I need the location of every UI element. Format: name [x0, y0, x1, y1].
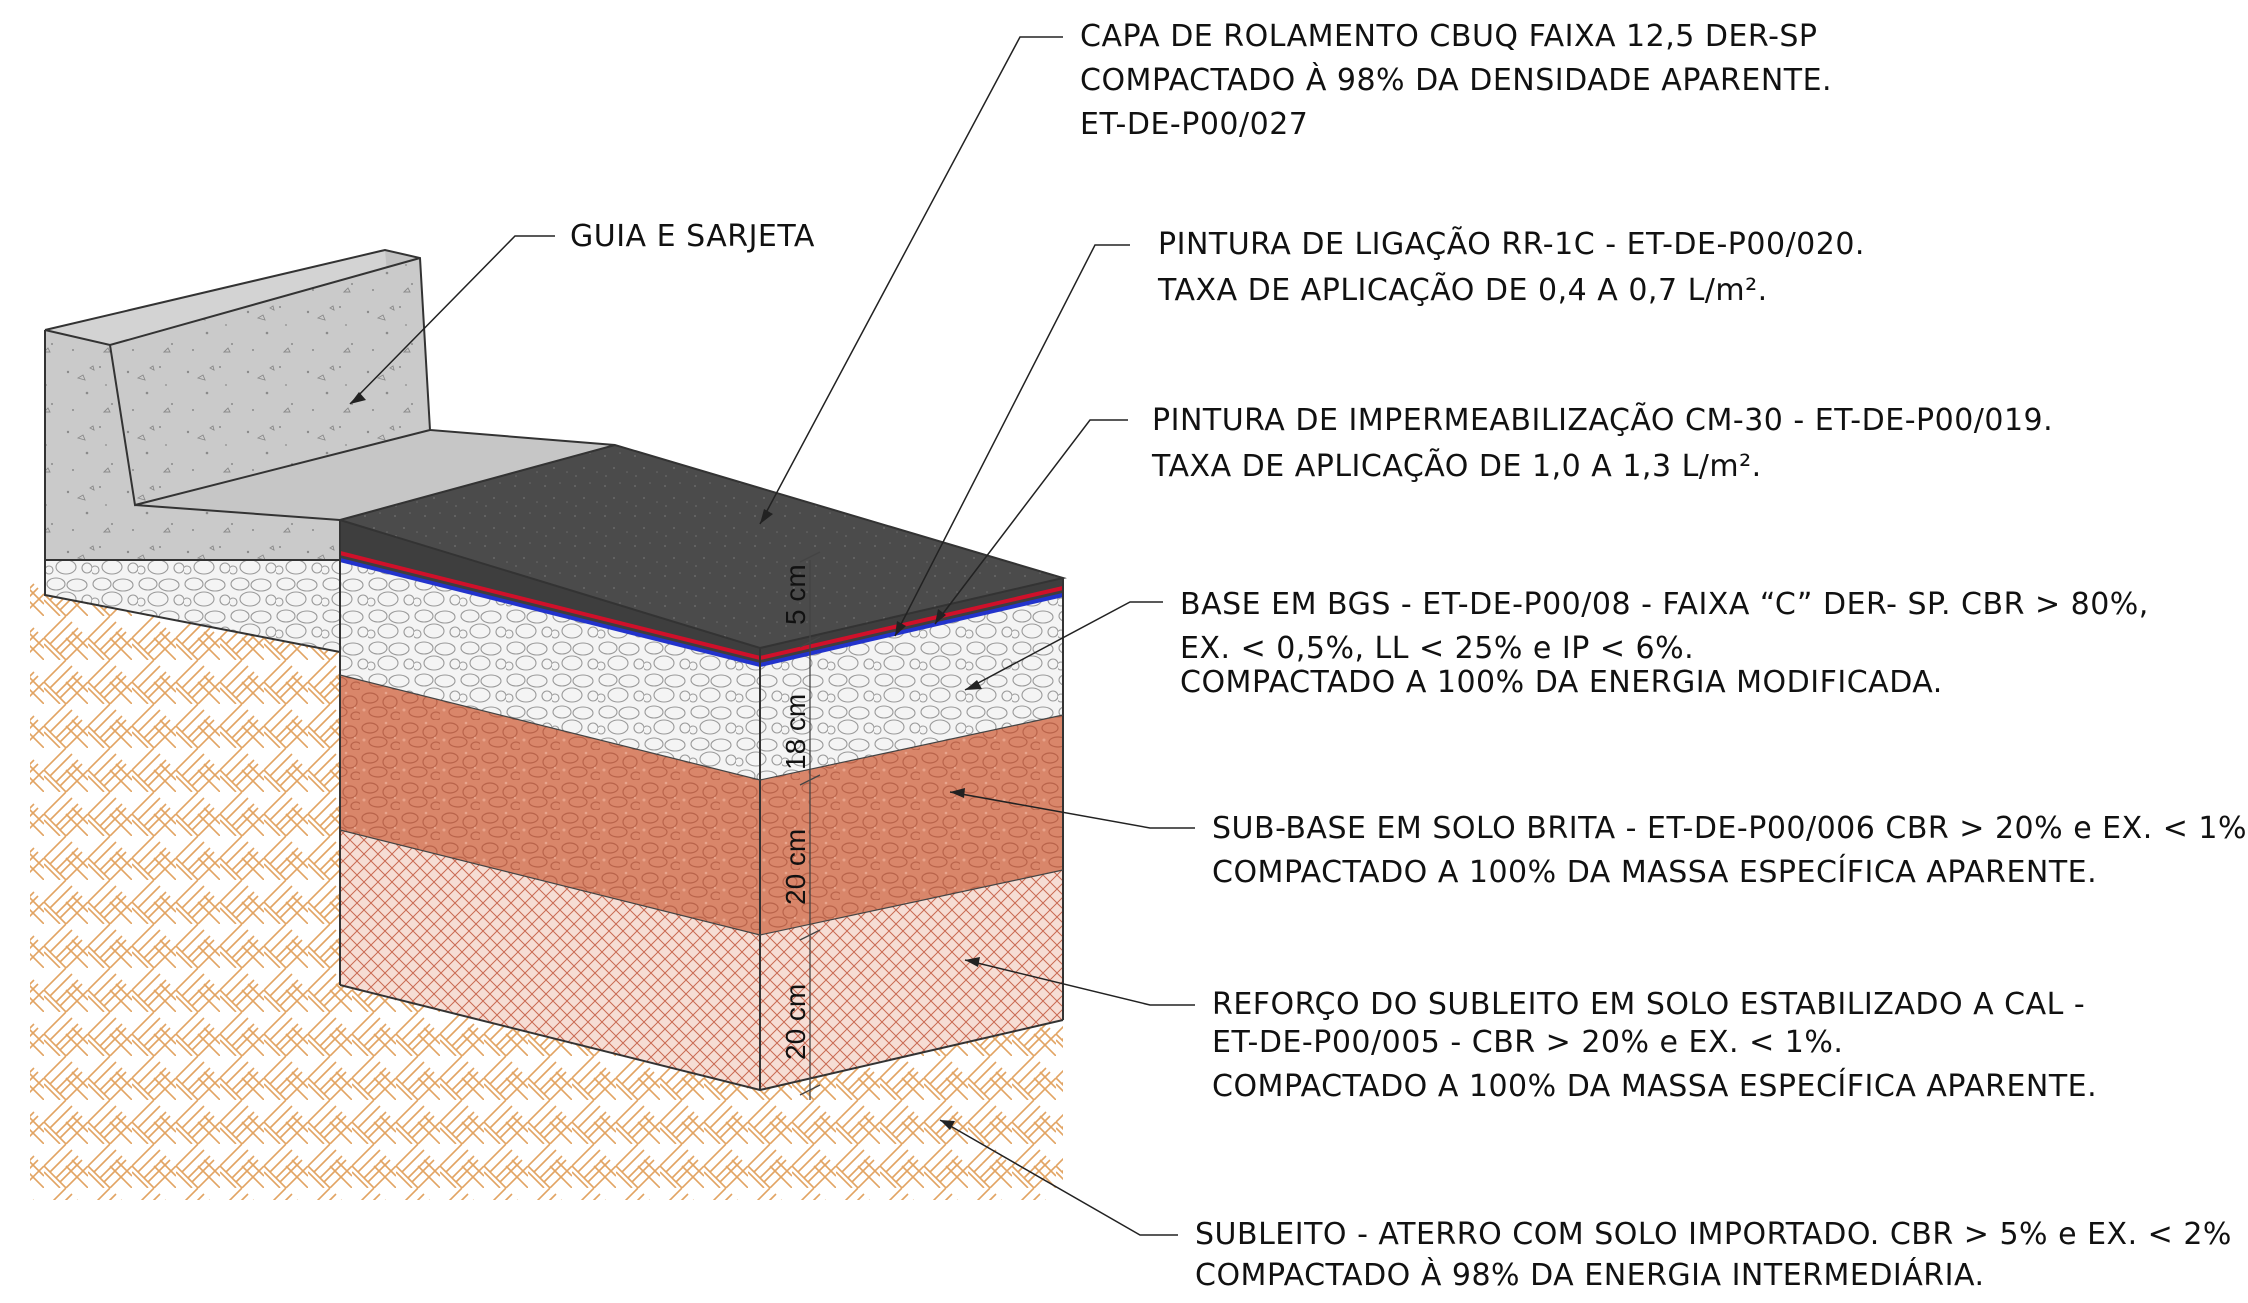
- subbase-front: [340, 675, 760, 935]
- curb-gutter: [110, 258, 430, 505]
- dim-reforco: 20 cm: [780, 984, 811, 1060]
- subleito-ground: [30, 570, 1063, 1303]
- label-subbase: SUB-BASE EM SOLO BRITA - ET-DE-P00/006 C…: [1212, 811, 2248, 890]
- leader-capa: [759, 36, 1063, 525]
- asphalt-front: [340, 520, 760, 665]
- leader-guia: [349, 235, 555, 405]
- layer-lines: [339, 674, 1064, 936]
- label-reforco: REFORÇO DO SUBLEITO EM SOLO ESTABILIZADO…: [1212, 987, 2097, 1104]
- curb-outline: [44, 248, 616, 653]
- curb-base-gravel: [45, 560, 340, 652]
- label-base: BASE EM BGS - ET-DE-P00/08 - FAIXA “C” D…: [1180, 587, 2159, 700]
- reforco-side: [760, 870, 1063, 1090]
- label-subleito: SUBLEITO - ATERRO COM SOLO IMPORTADO. CB…: [1195, 1217, 2242, 1293]
- leader-ligacao: [894, 244, 1130, 637]
- label-capa: CAPA DE ROLAMENTO CBUQ FAIXA 12,5 DER-SP…: [1080, 19, 1842, 142]
- leader-reforco: [964, 957, 1195, 1006]
- leader-imperm: [934, 419, 1128, 625]
- label-imperm: PINTURA DE IMPERMEABILIZAÇÃO CM-30 - ET-…: [1151, 402, 2063, 484]
- subleito-white-mask: [30, 1200, 1130, 1303]
- dim-capa: 5 cm: [780, 564, 811, 625]
- dimension-line: [799, 551, 821, 1100]
- label-ligacao: PINTURA DE LIGAÇÃO RR-1C - ET-DE-P00/020…: [1157, 226, 1875, 308]
- curb-top-face: [45, 250, 420, 345]
- subbase-side: [760, 715, 1063, 935]
- dim-subbase: 20 cm: [780, 829, 811, 905]
- curb-gutter-flat: [135, 430, 615, 520]
- label-guia: GUIA E SARJETA: [570, 219, 815, 254]
- leader-subbase: [949, 788, 1195, 829]
- leader-base: [964, 601, 1163, 691]
- asphalt-top: [340, 445, 1063, 648]
- base-side: [760, 595, 1063, 780]
- base-front: [340, 560, 760, 780]
- leader-subleito: [939, 1119, 1178, 1236]
- reforco-front: [340, 830, 760, 1090]
- dim-base: 18 cm: [780, 694, 811, 770]
- block-outline: [336, 443, 1067, 1092]
